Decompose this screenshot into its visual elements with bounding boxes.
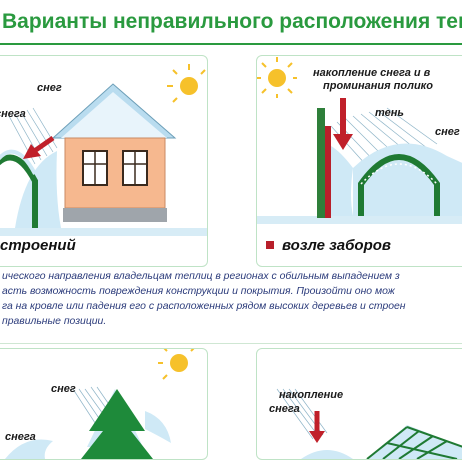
greenhouse-arch <box>0 154 38 228</box>
description-line: правильные позиции. <box>2 316 107 327</box>
title-underline <box>0 43 462 45</box>
page-title: Варианты неправильного расположения тепл… <box>2 10 462 33</box>
snow-label-left: снега <box>0 108 26 120</box>
panel-near-fences: накопление снега и в проминания полико т… <box>256 55 462 267</box>
panel-roof-accumulation: накопление снега <box>256 348 462 460</box>
snow-label-roof: снег <box>37 82 62 94</box>
red-bullet-icon <box>266 241 274 249</box>
accumulation-label-2: проминания полико <box>323 80 433 92</box>
section-divider <box>0 343 462 344</box>
caption-near-fences: возле заборов <box>266 237 391 254</box>
description-line: ического направления владельцам теплиц в… <box>2 271 400 282</box>
accumulation-label-bottom-1: накопление <box>279 389 344 401</box>
accumulation-label-1: накопление снега и в <box>313 67 431 79</box>
accumulation-arrow <box>333 98 353 150</box>
tree <box>81 389 153 459</box>
house-foundation <box>63 208 167 222</box>
snow-label-tree: снег <box>51 383 76 395</box>
caption-near-fences-text: возле заборов <box>282 237 391 254</box>
near-buildings-illustration <box>0 64 207 236</box>
near-fences-illustration <box>257 57 462 224</box>
description-paragraph: ического направления владельцам теплиц в… <box>0 269 462 341</box>
sun-icon <box>158 349 195 380</box>
caption-near-buildings: строений <box>0 237 76 254</box>
shade-label: тень <box>375 107 404 119</box>
falling-snow-arrow <box>23 135 55 159</box>
panel-near-trees: снег снега <box>0 348 208 460</box>
snow-label-left-bottom: снега <box>5 431 36 443</box>
fence-board <box>325 126 331 218</box>
snow-drift-fence <box>331 146 353 216</box>
accumulation-label-bottom-2: снега <box>269 403 300 415</box>
sun-icon <box>167 64 206 103</box>
accumulation-arrow <box>309 411 325 443</box>
panel-near-buildings: снег снега <box>0 55 208 267</box>
house-wall <box>64 137 166 209</box>
description-line: асть возможность повреждения конструкции… <box>2 286 395 297</box>
snow-label-right: снег <box>435 126 460 138</box>
description-line: га на кровле или падения его с расположе… <box>2 301 406 312</box>
fence-post <box>317 108 325 218</box>
sun-icon <box>257 57 297 98</box>
